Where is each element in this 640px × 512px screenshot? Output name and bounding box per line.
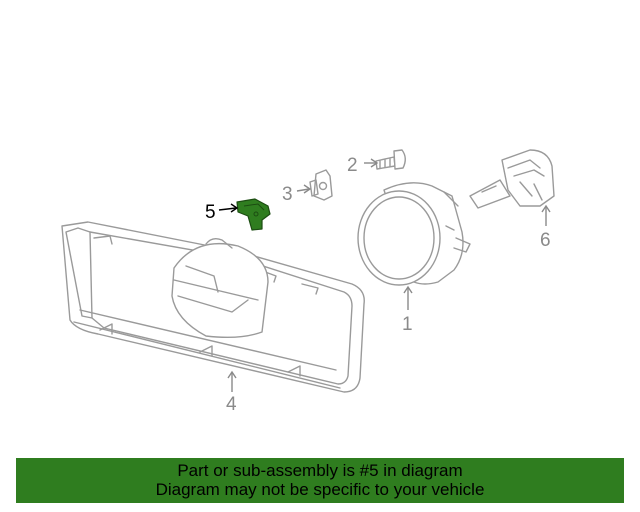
callout-5[interactable]: 5 (205, 202, 216, 223)
leader-5-arrow (230, 203, 239, 213)
leader-4-arrow (227, 370, 237, 379)
leader-5 (218, 207, 237, 211)
leader-6-arrow (541, 204, 551, 213)
part-6-bulb (469, 149, 555, 209)
part-3-nut (309, 169, 333, 201)
leader-2-arrow (370, 158, 379, 168)
callout-1[interactable]: 1 (402, 314, 413, 335)
callout-4[interactable]: 4 (226, 394, 237, 415)
part-1-fog-lamp (357, 182, 471, 286)
banner-line-1: Part or sub-assembly is #5 in diagram (177, 461, 463, 480)
callout-2[interactable]: 2 (347, 155, 358, 176)
callout-6[interactable]: 6 (540, 230, 551, 251)
info-banner: Part or sub-assembly is #5 in diagram Di… (16, 458, 624, 503)
leader-3 (296, 188, 310, 192)
leader-3-arrow (303, 184, 312, 194)
part-2-screw (375, 149, 406, 170)
banner-line-2: Diagram may not be specific to your vehi… (155, 480, 485, 499)
leader-1-arrow (403, 285, 413, 294)
callout-3[interactable]: 3 (282, 184, 293, 205)
part-4-grille (61, 221, 365, 393)
part-5-bracket[interactable] (236, 198, 271, 231)
